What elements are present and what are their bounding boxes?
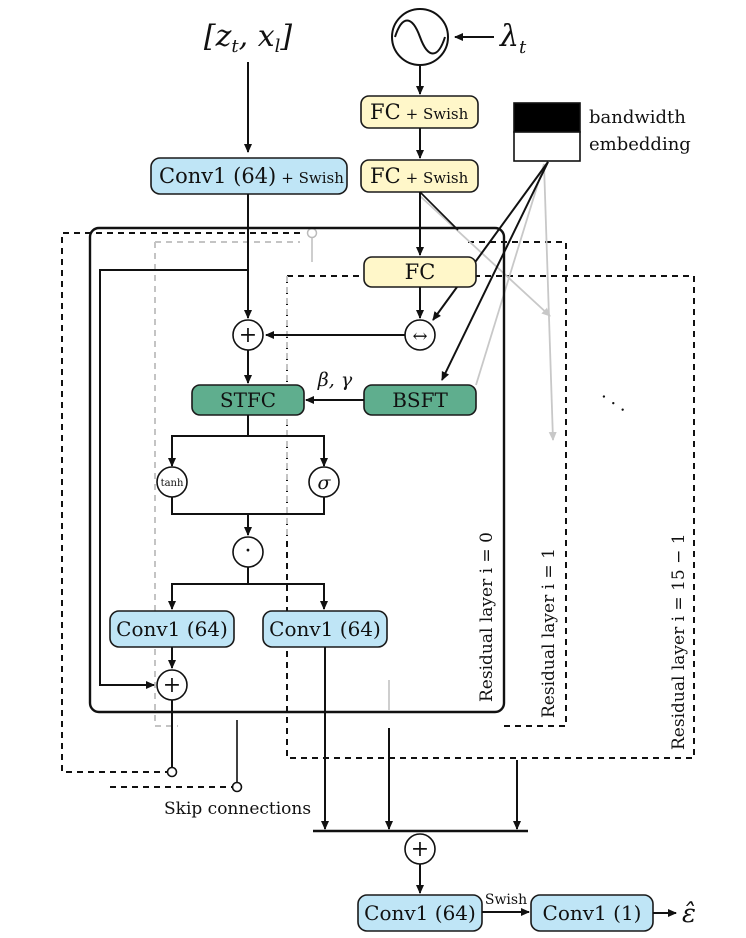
residual-layer-n-label: Residual layer i = 15 − 1 [669, 533, 689, 750]
signal-input-label: [zt, xl] [204, 19, 293, 57]
epsilon-label: ε̂ [682, 899, 696, 929]
swap-symbol: ↔ [412, 326, 427, 347]
plus-symbol-top: + [239, 323, 257, 348]
residual-layer-0-label: Residual layer i = 0 [477, 532, 497, 702]
dot-symbol: · [245, 539, 252, 564]
conv-left-label: Conv1 (64) [116, 617, 228, 641]
residual-layer-1-frame [468, 241, 567, 727]
plus-symbol-output: + [411, 837, 429, 862]
lambda-label: λt [499, 19, 527, 58]
arrow-stfc-sigma [248, 435, 328, 467]
gray-arrow-2 [543, 163, 557, 441]
residual-layer-n-frame [286, 275, 695, 759]
ellipsis-label: · · · [595, 387, 630, 421]
merge-line [171, 497, 325, 515]
skip-node-0 [166, 766, 178, 778]
bandwidth-embedding-icon [513, 102, 581, 162]
arrow-bw-swap [432, 161, 549, 321]
arrow-dot-conv-right [248, 583, 328, 610]
arrow-stfc-tanh [168, 415, 249, 467]
arrow-dot-conv-left [168, 567, 249, 610]
residual-layer-0-frame [88, 226, 506, 714]
gray-arrow-1 [419, 195, 551, 317]
fc-swish-1-label: FC+ Swish [370, 100, 469, 124]
skip-node-1 [231, 781, 243, 793]
sinusoid-icon [391, 8, 449, 66]
bsft-label: BSFT [392, 388, 448, 412]
tanh-symbol: tanh [161, 478, 184, 489]
sigma-symbol: σ [318, 472, 332, 494]
skip-connections-label: Skip connections [164, 799, 311, 819]
beta-gamma-label: β, γ [317, 369, 353, 391]
conv-out1-label: Conv1 (64) [364, 901, 476, 925]
fc2-fanout [419, 191, 459, 231]
swish-label: Swish [485, 892, 527, 908]
stfc-label: STFC [220, 388, 276, 412]
residual-path [99, 269, 248, 689]
residual-layer-1-label: Residual layer i = 1 [539, 548, 559, 718]
plus-symbol-bottom: + [163, 673, 181, 698]
gray-line-bsft [475, 163, 545, 386]
gray-skip-node [306, 227, 318, 239]
conv1-input-label: Conv1 (64)+ Swish [159, 164, 344, 188]
conv-out2-label: Conv1 (1) [543, 901, 642, 925]
fc-label: FC [405, 260, 436, 284]
fc-swish-2-label: FC+ Swish [370, 164, 469, 188]
bandwidth-label: bandwidth [589, 107, 686, 128]
conv-right-label: Conv1 (64) [269, 617, 381, 641]
embedding-label: embedding [589, 134, 691, 155]
arrow-bw-bsft [441, 161, 549, 381]
skip-dashed-line-0 [61, 232, 300, 773]
